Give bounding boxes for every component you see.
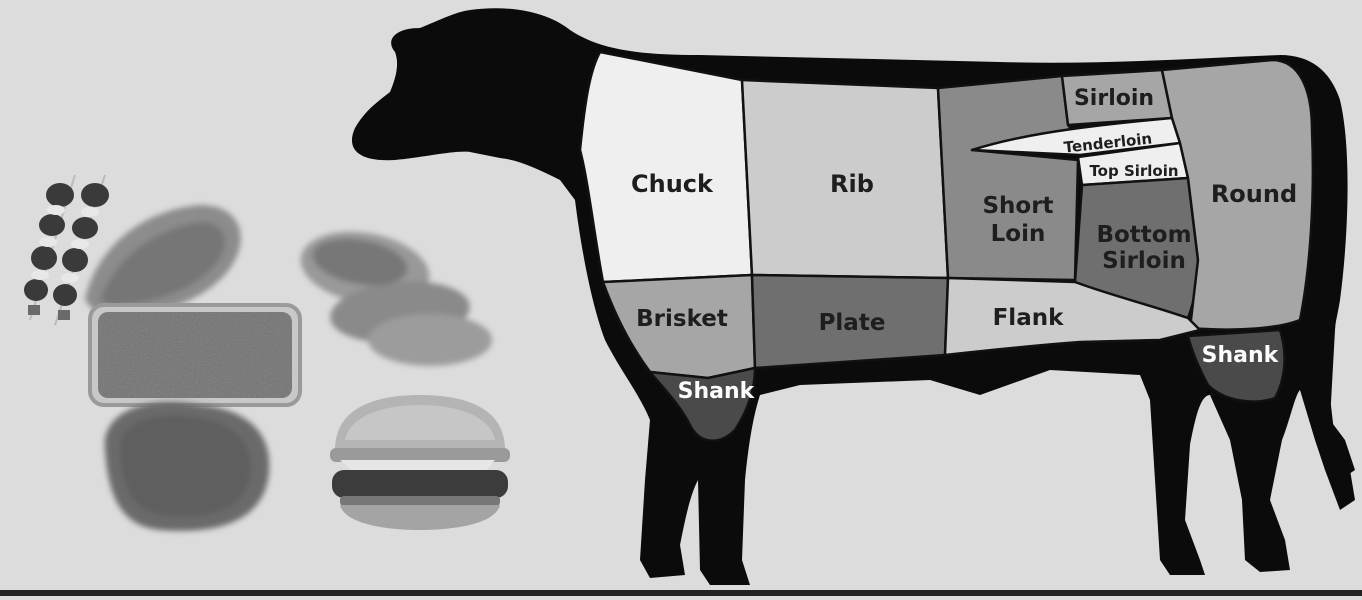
- steak-image: [85, 205, 241, 318]
- cut-label-rib: Rib: [830, 170, 874, 198]
- ground-beef-tray-image: [90, 305, 300, 405]
- cut-chuck-region[interactable]: [580, 52, 752, 282]
- cut-label-shank-rear: Shank: [1202, 343, 1280, 368]
- cut-label-bottom-sirloin-line1: Bottom: [1096, 222, 1191, 248]
- bottom-bar: [0, 590, 1362, 596]
- cut-label-round: Round: [1211, 180, 1297, 208]
- cut-label-flank: Flank: [993, 305, 1064, 331]
- cut-short-loin-region[interactable]: [938, 76, 1080, 280]
- cheeseburger-image: [330, 395, 510, 530]
- cut-label-bottom-sirloin-line2: Sirloin: [1102, 248, 1186, 274]
- cut-label-short-loin-line2: Loin: [991, 221, 1046, 247]
- cut-label-short-loin-line1: Short: [982, 193, 1053, 219]
- cut-label-sirloin: Sirloin: [1074, 86, 1154, 111]
- cut-label-chuck: Chuck: [631, 170, 714, 198]
- cut-label-brisket: Brisket: [636, 306, 728, 332]
- food-photos: [24, 175, 510, 531]
- cut-label-top-sirloin: Top Sirloin: [1089, 162, 1178, 180]
- cut-label-plate: Plate: [819, 310, 886, 336]
- sliced-roast-beef-image: [295, 222, 492, 366]
- cut-label-shank-front: Shank: [678, 379, 756, 404]
- roast-image: [105, 402, 270, 531]
